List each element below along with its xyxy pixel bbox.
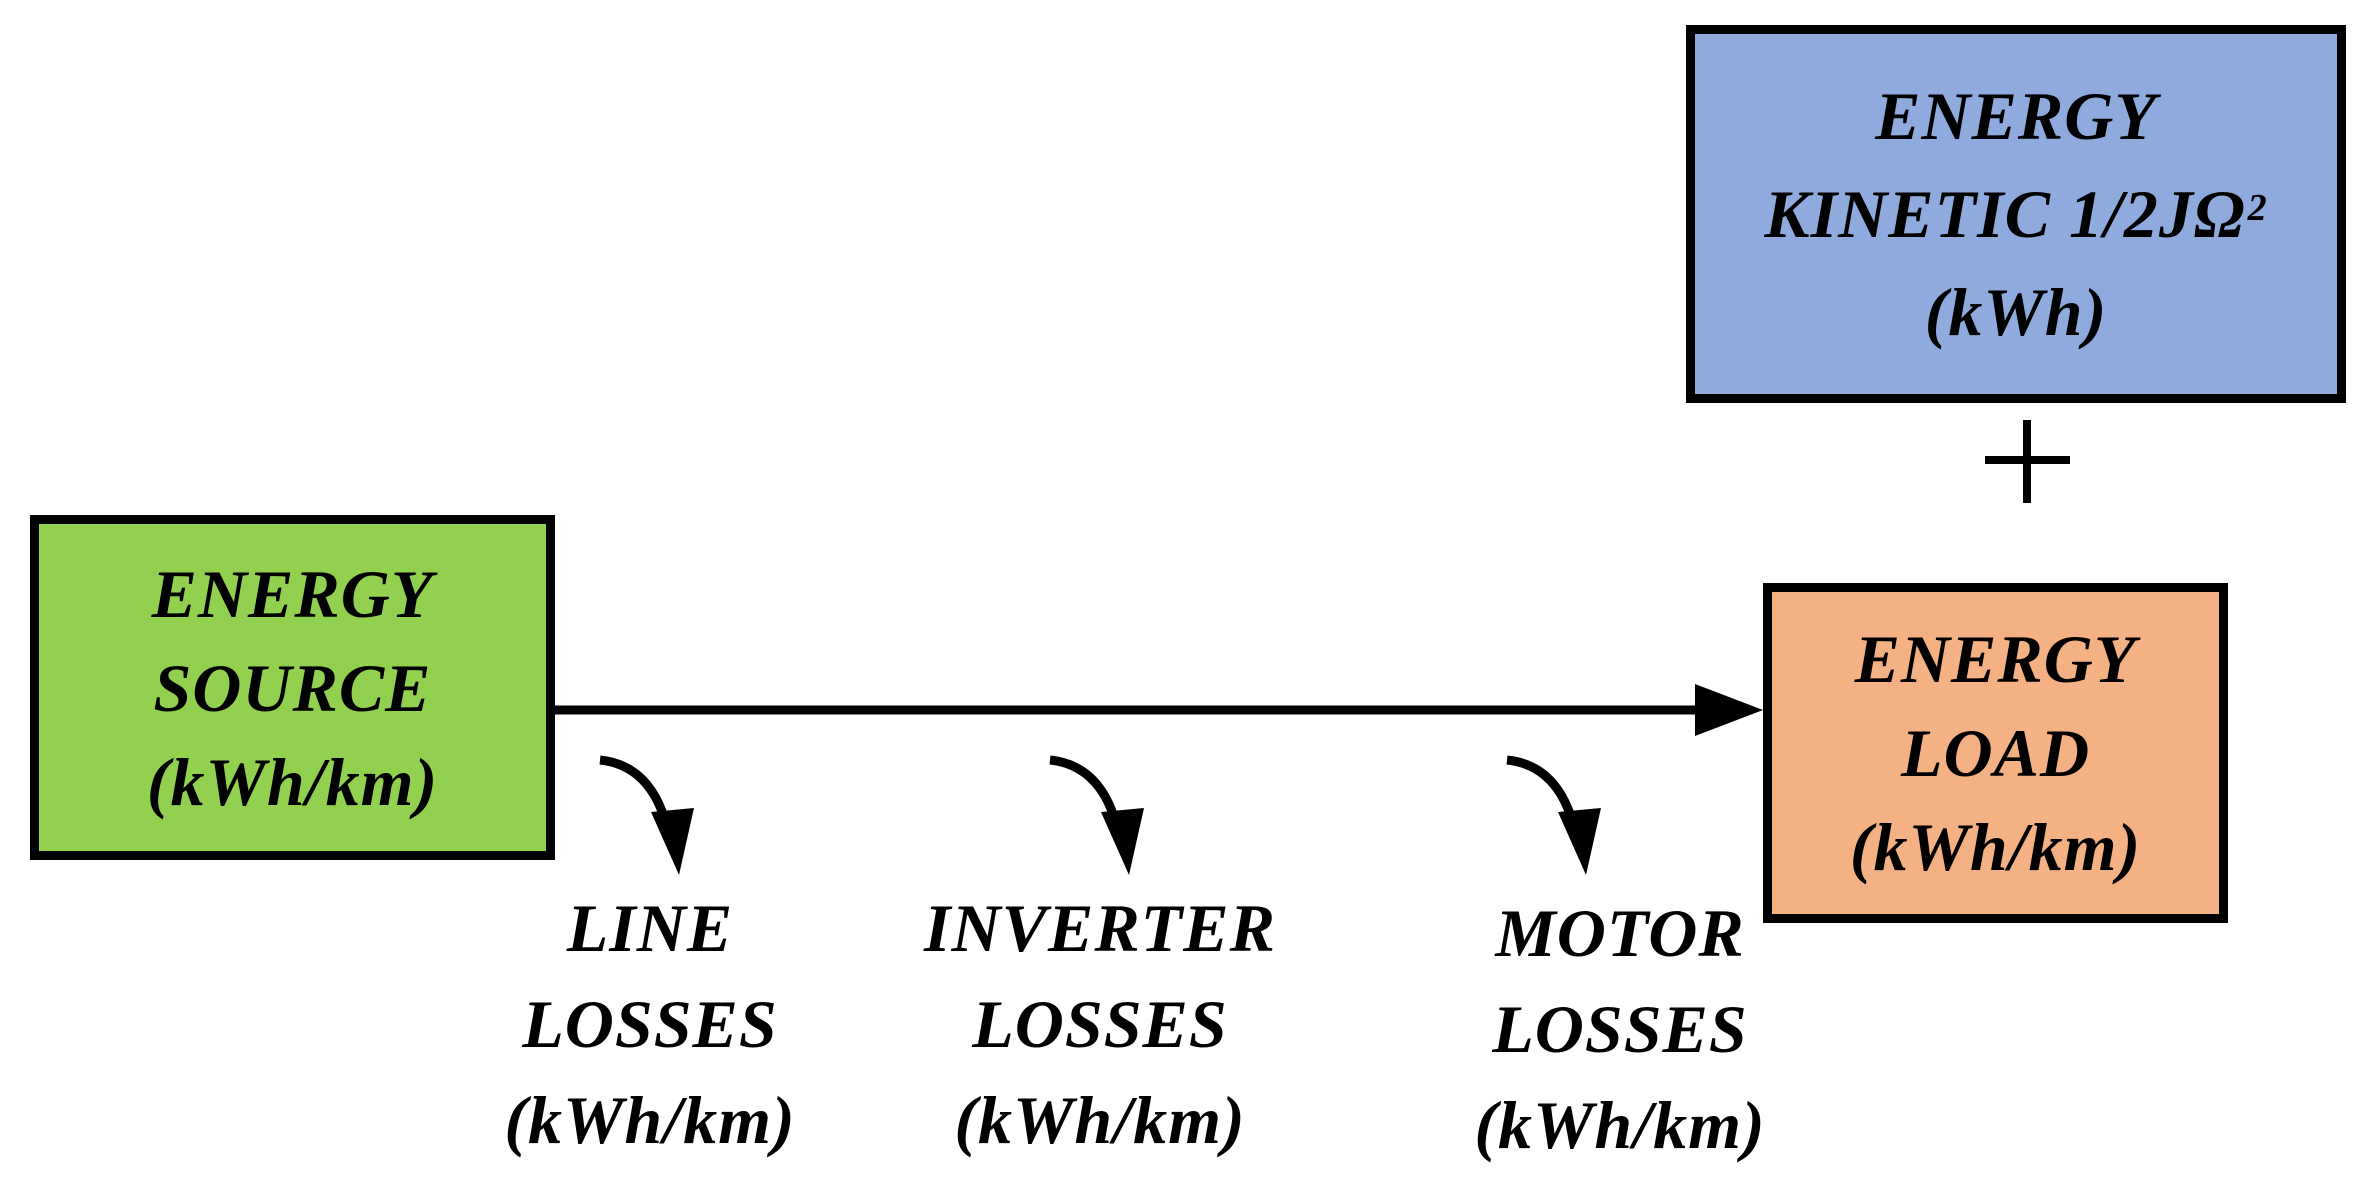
motor-losses-arrow — [1506, 755, 1601, 875]
energy-load-label-line2: LOAD — [1900, 715, 2091, 791]
energy-load-label-line3: (kWh/km) — [1849, 809, 2142, 885]
line-losses-line1: LINE — [566, 890, 734, 966]
motor-losses-label: MOTOR LOSSES (kWh/km) — [1410, 885, 1830, 1173]
energy-source-label-line1: ENERGY — [151, 555, 434, 632]
motor-losses-line1: MOTOR — [1495, 895, 1745, 971]
line-losses-arrow — [599, 755, 694, 875]
energy-kinetic-label-line2: KINETIC 1/2JΩ2 — [1764, 165, 2267, 263]
motor-losses-line2: LOSSES — [1492, 991, 1748, 1067]
inverter-losses-label: INVERTER LOSSES (kWh/km) — [880, 880, 1320, 1168]
energy-kinetic-formula: KINETIC 1/2JΩ — [1764, 176, 2246, 252]
line-losses-label: LINE LOSSES (kWh/km) — [460, 880, 840, 1168]
energy-source-label-line3: (kWh/km) — [146, 743, 439, 820]
energy-kinetic-exponent: 2 — [2247, 187, 2268, 229]
inverter-losses-line1: INVERTER — [924, 890, 1276, 966]
inverter-losses-line3: (kWh/km) — [954, 1082, 1246, 1158]
energy-source-box: ENERGY SOURCE (kWh/km) — [30, 515, 555, 860]
energy-load-box: ENERGY LOAD (kWh/km) — [1763, 583, 2228, 923]
motor-losses-line3: (kWh/km) — [1474, 1087, 1766, 1163]
main-flow-arrowhead — [1695, 684, 1763, 736]
line-losses-line2: LOSSES — [522, 986, 778, 1062]
energy-load-label-line1: ENERGY — [1854, 621, 2137, 697]
inverter-losses-arrow — [1049, 755, 1144, 875]
plus-sign — [1985, 420, 2070, 503]
energy-kinetic-label-line3: (kWh) — [1924, 274, 2108, 350]
inverter-losses-line2: LOSSES — [972, 986, 1228, 1062]
energy-source-label-line2: SOURCE — [153, 649, 432, 726]
energy-kinetic-label-line1: ENERGY — [1875, 78, 2157, 154]
energy-kinetic-box: ENERGY KINETIC 1/2JΩ2 (kWh) — [1686, 25, 2346, 403]
line-losses-line3: (kWh/km) — [504, 1082, 796, 1158]
